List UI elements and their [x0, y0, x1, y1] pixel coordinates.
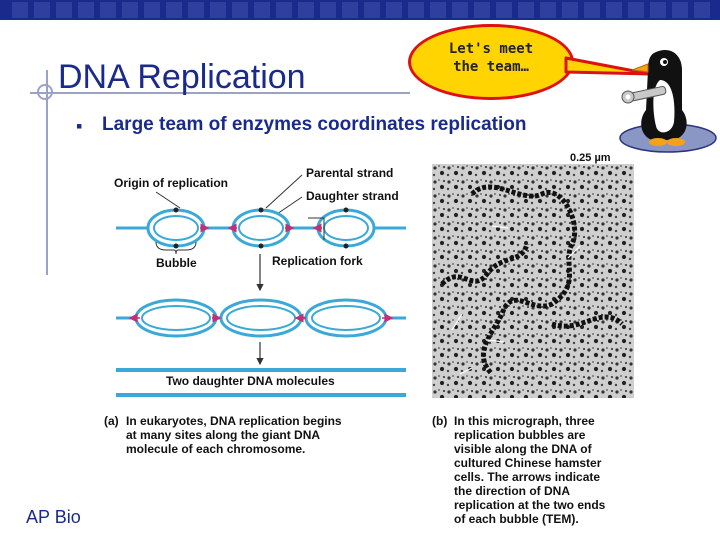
- origin-dot: [173, 207, 179, 213]
- micrograph-arrow: [451, 313, 463, 331]
- banner-square: [232, 2, 248, 18]
- caption-a-line: In eukaryotes, DNA replication begins: [126, 414, 342, 428]
- banner-square: [408, 2, 424, 18]
- replication-diagram: Origin of replication Parental strand Da…: [96, 166, 406, 397]
- origin-dot: [258, 243, 264, 249]
- banner-square: [364, 2, 380, 18]
- banner-square: [144, 2, 160, 18]
- bubble-bracket: [155, 241, 197, 255]
- caption-a-line: at many sites along the giant DNA: [126, 428, 321, 442]
- leader-parental: [265, 174, 303, 209]
- caption-b-line: the direction of DNA: [454, 484, 570, 498]
- label-two-molecules: Two daughter DNA molecules: [166, 374, 335, 388]
- replication-bubble-inner: [238, 215, 284, 241]
- scale-label: 0.25 µm: [570, 152, 611, 164]
- label-fork: Replication fork: [272, 254, 363, 268]
- banner-square: [34, 2, 50, 18]
- label-origin: Origin of replication: [114, 176, 228, 190]
- caption-b-line: replication bubbles are: [454, 428, 586, 442]
- micrograph-arrow: [459, 367, 473, 375]
- origin-dot: [258, 207, 264, 213]
- banner-square: [100, 2, 116, 18]
- banner-square: [452, 2, 468, 18]
- caption-b-marker: (b): [432, 414, 448, 428]
- banner-square: [210, 2, 226, 18]
- origin-dot: [343, 207, 349, 213]
- caption-b-line: In this micrograph, three: [454, 414, 595, 428]
- banner-square: [650, 2, 666, 18]
- caption-b-line: of each bubble (TEM).: [454, 512, 579, 526]
- speech-line-1: Let's meet: [448, 41, 534, 57]
- replication-bubble-inner: [226, 305, 296, 331]
- banner-square: [540, 2, 556, 18]
- banner-square: [188, 2, 204, 18]
- replication-bubble-inner: [153, 215, 199, 241]
- leader-origin: [155, 191, 181, 209]
- caption-b: (b) In this micrograph, three replicatio…: [432, 414, 652, 526]
- title-rule-horizontal: [30, 92, 410, 94]
- speech-line-2: the team…: [453, 59, 529, 75]
- caption-a: (a) In eukaryotes, DNA replication begin…: [104, 414, 404, 456]
- banner-square: [320, 2, 336, 18]
- origin-dot: [343, 243, 349, 249]
- banner-square: [606, 2, 622, 18]
- banner-square: [672, 2, 688, 18]
- bullet-text: Large team of enzymes coordinates replic…: [102, 114, 527, 135]
- banner-square: [12, 2, 28, 18]
- micrograph: [432, 164, 634, 398]
- micrograph-arrow: [567, 245, 581, 259]
- banner-square: [518, 2, 534, 18]
- dna-fiber: [551, 314, 624, 329]
- speech-bubble: [408, 24, 574, 100]
- fork-bracket: [308, 217, 325, 240]
- caption-a-line: molecule of each chromosome.: [126, 442, 306, 456]
- speech-text: Let's meet the team…: [420, 40, 562, 76]
- banner-square: [430, 2, 446, 18]
- banner-square: [474, 2, 490, 18]
- label-bubble: Bubble: [156, 256, 197, 270]
- micrograph-arrow: [491, 225, 509, 229]
- footer-text: AP Bio: [26, 507, 81, 527]
- title-rule-vertical: [46, 70, 48, 275]
- banner-square: [386, 2, 402, 18]
- banner-square: [254, 2, 270, 18]
- title-rule-ring: [37, 84, 53, 100]
- top-banner: [0, 0, 720, 20]
- dna-fiber: [470, 184, 578, 376]
- penguin-mascot: [619, 50, 717, 153]
- caption-b-line: cells. The arrows indicate: [454, 470, 601, 484]
- micrograph-arrow: [487, 339, 505, 343]
- banner-square: [78, 2, 94, 18]
- banner-square: [56, 2, 72, 18]
- banner-square: [628, 2, 644, 18]
- banner-square: [496, 2, 512, 18]
- label-daughter-strand: Daughter strand: [306, 189, 399, 203]
- banner-square: [276, 2, 292, 18]
- dna-fiber: [440, 243, 530, 286]
- replication-bubble-inner: [311, 305, 381, 331]
- replication-bubble-inner: [141, 305, 211, 331]
- label-parental-strand: Parental strand: [306, 166, 393, 180]
- banner-square: [342, 2, 358, 18]
- replication-bubble-inner: [323, 215, 369, 241]
- banner-square: [298, 2, 314, 18]
- banner-square: [584, 2, 600, 18]
- bullet-marker: ▪: [76, 116, 83, 136]
- banner-square: [562, 2, 578, 18]
- slide-title: DNA Replication: [58, 58, 306, 96]
- banner-square: [122, 2, 138, 18]
- caption-b-line: visible along the DNA of: [454, 442, 592, 456]
- origin-dot: [173, 243, 179, 249]
- caption-a-marker: (a): [104, 414, 119, 428]
- banner-square: [694, 2, 710, 18]
- caption-b-line: cultured Chinese hamster: [454, 456, 602, 470]
- banner-square: [166, 2, 182, 18]
- caption-b-line: replication at the two ends: [454, 498, 606, 512]
